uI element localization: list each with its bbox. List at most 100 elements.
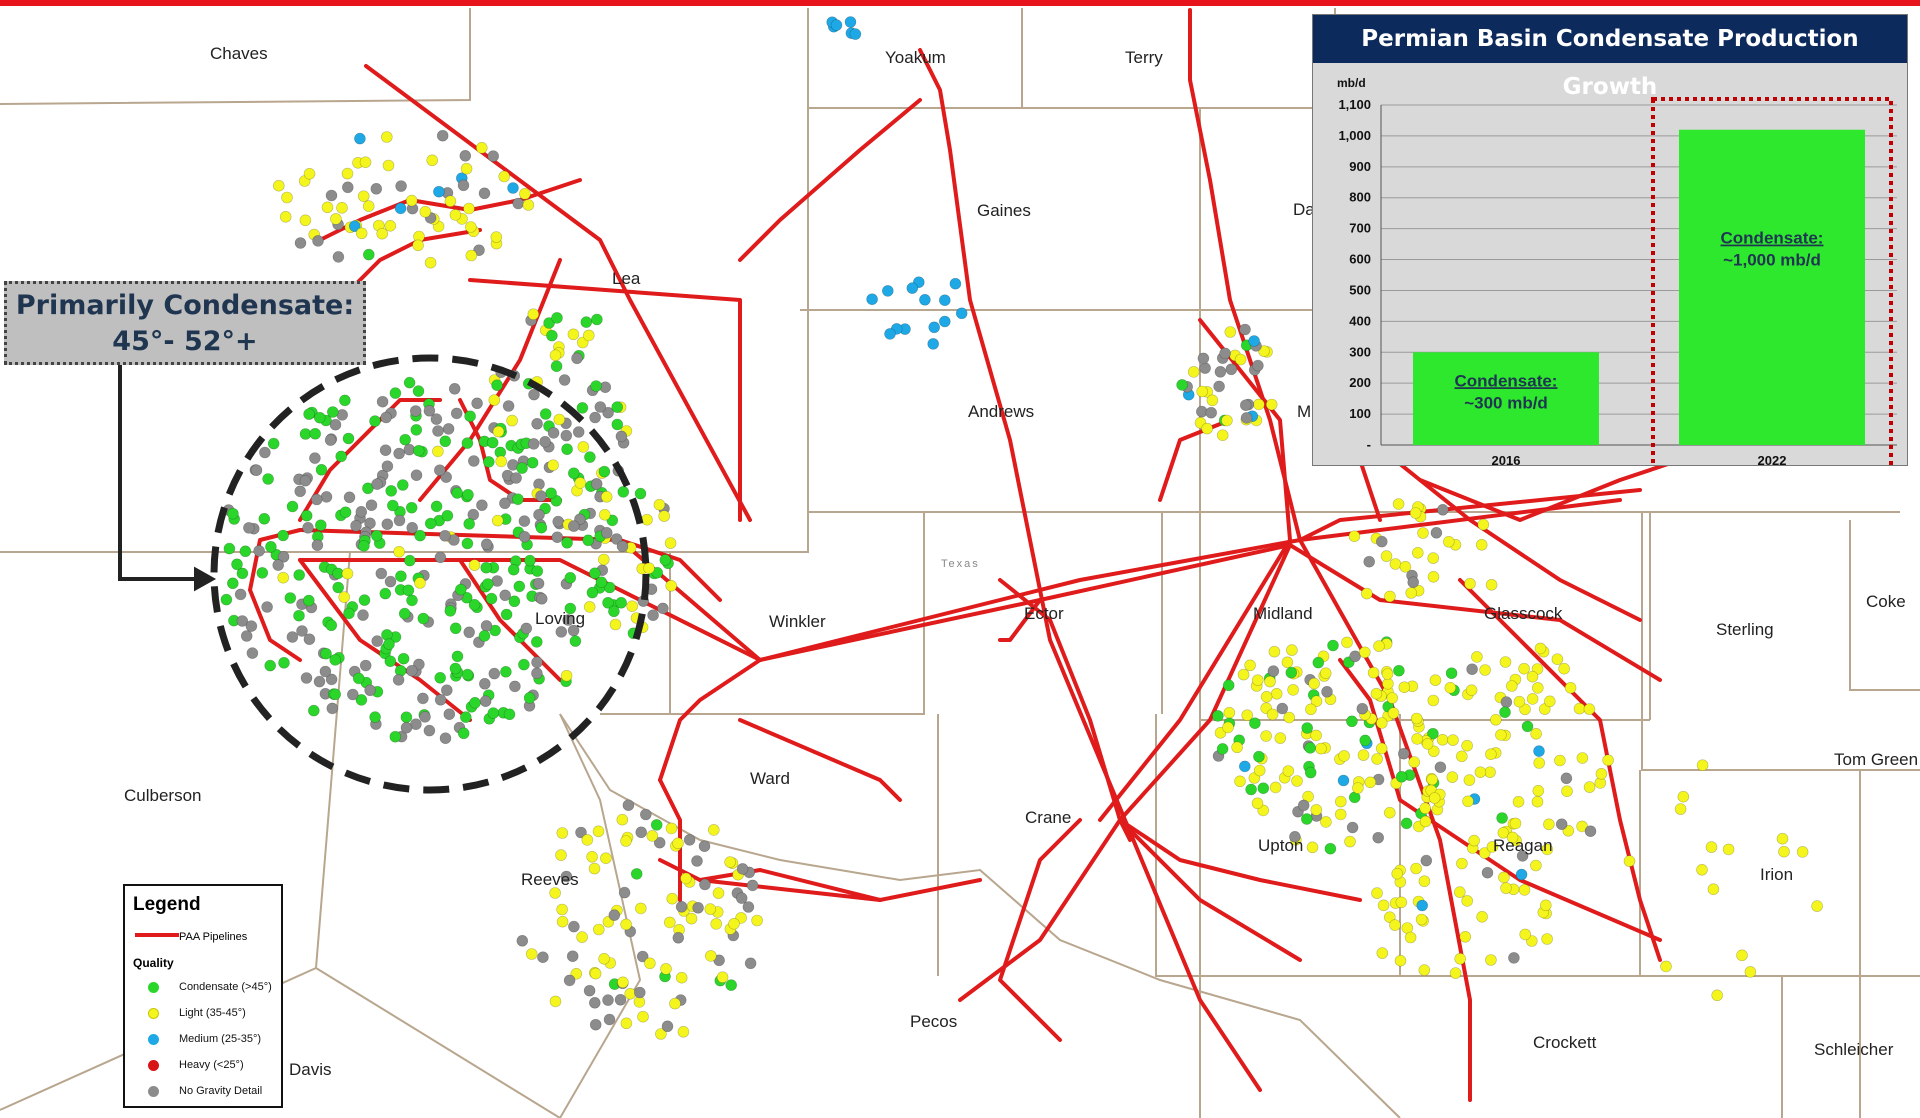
well-dot: [1677, 790, 1690, 803]
well-dot: [1796, 846, 1809, 858]
well-dot: [1264, 675, 1276, 688]
well-dot: [369, 711, 381, 723]
well-dot: [603, 1013, 616, 1026]
well-dot: [675, 971, 688, 984]
well-dot: [303, 633, 316, 646]
well-dot: [1364, 776, 1377, 789]
well-dot: [561, 536, 573, 549]
legend-item-light: Light (35-45°): [125, 1005, 285, 1023]
well-dot: [609, 618, 622, 631]
well-dot: [528, 388, 540, 401]
well-dot: [479, 695, 492, 708]
well-dot: [1349, 650, 1361, 663]
well-dot: [564, 602, 577, 615]
well-dot: [519, 188, 531, 200]
well-dot: [1744, 966, 1757, 978]
bar-2022: [1679, 129, 1865, 445]
well-dot: [606, 514, 619, 527]
well-dot: [1370, 687, 1383, 700]
well-dot: [611, 401, 624, 413]
well-dot: [600, 852, 612, 865]
well-dot: [1274, 732, 1287, 744]
well-dot: [253, 545, 265, 557]
well-dot: [302, 594, 315, 607]
well-dot: [1533, 757, 1545, 769]
well-dot: [616, 540, 629, 553]
well-dot: [398, 607, 411, 620]
county-label: Ector: [1024, 604, 1064, 623]
well-dot: [406, 521, 419, 534]
well-dot: [464, 221, 477, 233]
well-dot: [325, 619, 338, 632]
well-dot: [704, 903, 717, 915]
well-dot: [1327, 639, 1339, 652]
well-dot: [744, 957, 757, 970]
well-dot: [1443, 535, 1455, 548]
well-dot: [672, 931, 685, 944]
well-dot: [239, 545, 252, 558]
well-dot: [516, 934, 529, 947]
well-dot: [550, 360, 563, 373]
well-dot: [262, 473, 274, 485]
condensate-callout: Primarily Condensate: 45°- 52°+: [4, 281, 366, 365]
well-dot: [1583, 781, 1596, 793]
well-dot: [381, 460, 394, 473]
well-dot: [677, 1026, 690, 1038]
well-dot: [384, 655, 397, 668]
well-dot: [371, 478, 383, 490]
well-dot: [309, 427, 322, 440]
pipeline-line-icon: [135, 933, 179, 937]
well-dot: [329, 418, 342, 431]
well-dot: [1519, 928, 1531, 941]
well-dot: [1518, 884, 1531, 896]
well-dot: [419, 711, 431, 723]
well-dot: [410, 424, 423, 436]
well-dot: [659, 554, 672, 566]
well-dot: [1462, 795, 1474, 808]
county-label: Davis: [289, 1060, 332, 1079]
no-gravity-dot-icon: [148, 1086, 159, 1097]
well-dot: [1260, 690, 1273, 703]
well-dot: [589, 567, 601, 580]
well-dot: [535, 521, 548, 534]
well-dot: [339, 394, 351, 407]
well-dot: [442, 423, 455, 435]
well-dot: [567, 520, 580, 532]
well-dot: [441, 509, 454, 522]
well-dot: [1382, 677, 1394, 690]
well-dot: [357, 190, 370, 202]
county-label: Tom Green: [1834, 750, 1919, 769]
well-dot: [341, 181, 354, 194]
well-dot: [1479, 664, 1491, 676]
well-dot: [725, 979, 738, 991]
well-dot: [1418, 964, 1431, 976]
well-dot: [724, 856, 736, 868]
well-dot: [482, 456, 495, 468]
legend-pipeline-label: PAA Pipelines: [179, 931, 248, 943]
county-label: Yoakum: [885, 48, 946, 67]
well-dot: [336, 202, 348, 214]
well-dot: [620, 1017, 633, 1030]
well-dot: [600, 490, 613, 503]
well-dot: [1512, 795, 1525, 808]
well-dot: [600, 526, 613, 539]
well-dot: [1508, 952, 1520, 964]
well-dot: [1449, 967, 1462, 979]
legend-label: Heavy (<25°): [179, 1059, 244, 1071]
county-label: Coke: [1866, 592, 1906, 611]
legend-label: Light (35-45°): [179, 1007, 246, 1019]
well-dot: [563, 974, 576, 987]
well-dot: [1344, 835, 1356, 848]
well-dot: [658, 510, 671, 522]
well-dot: [1245, 783, 1257, 796]
well-dot: [412, 385, 425, 397]
well-dot: [478, 677, 491, 690]
well-dot: [653, 836, 666, 849]
well-dot: [1196, 385, 1208, 398]
well-dot: [382, 159, 395, 172]
well-dot: [553, 413, 566, 426]
well-dot: [259, 446, 271, 459]
well-dot: [272, 179, 285, 192]
callout-line-2: 45°- 52°+: [112, 326, 258, 357]
